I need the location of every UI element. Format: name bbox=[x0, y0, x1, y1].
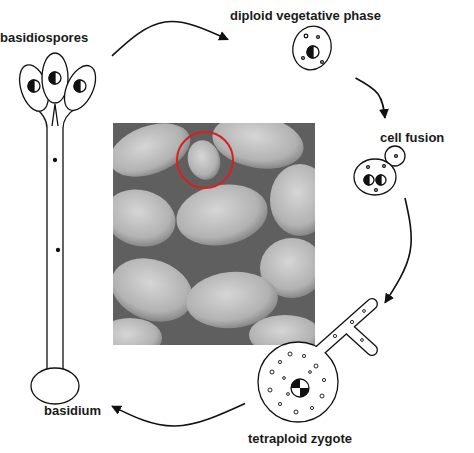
stage-node: tetraploid zygote bbox=[245, 295, 385, 450]
nucleus-half bbox=[28, 80, 34, 92]
vacuole-dot bbox=[294, 410, 298, 414]
vacuole-dot bbox=[302, 57, 305, 60]
highlight-circle bbox=[177, 132, 233, 188]
fused-cell bbox=[354, 159, 396, 195]
spore bbox=[58, 61, 102, 115]
vacuole-dot bbox=[310, 406, 313, 409]
cell-fusion-drawing bbox=[354, 146, 405, 195]
fusing-cell bbox=[183, 137, 224, 184]
basidium-drawing bbox=[14, 53, 102, 404]
stage-label: diploid vegetative phase bbox=[230, 8, 381, 24]
stage-sublabel: basidium bbox=[44, 403, 101, 419]
stage-label: basidiospores bbox=[0, 30, 88, 46]
yeast-cell bbox=[113, 123, 198, 187]
diploid-cell-drawing bbox=[288, 22, 336, 74]
vacuole-dot bbox=[278, 360, 281, 363]
vacuole-dot bbox=[278, 402, 281, 405]
nucleus-half bbox=[307, 46, 313, 58]
vacuole-dots bbox=[268, 310, 365, 414]
stage-label: cell fusion bbox=[380, 130, 444, 146]
vacuole-dot bbox=[317, 36, 320, 39]
stage-label: tetraploid zygote bbox=[248, 431, 352, 447]
vacuole-dot bbox=[367, 166, 370, 169]
stage-node: diploid vegetative phase bbox=[228, 8, 398, 78]
vacuole-dot bbox=[320, 394, 324, 398]
cycle-arrow bbox=[112, 22, 228, 56]
vacuole-dot bbox=[268, 388, 272, 392]
vacuole-dot bbox=[57, 249, 60, 252]
vacuole-dot bbox=[350, 320, 353, 323]
nucleus-quarter bbox=[291, 379, 309, 397]
yeast-cell bbox=[270, 164, 315, 236]
stage-node: basidiospores basidium bbox=[0, 28, 112, 426]
nucleus-half bbox=[364, 175, 369, 185]
vacuole-dot bbox=[395, 155, 398, 158]
vacuole-dot bbox=[270, 370, 274, 374]
vacuole-dot bbox=[287, 393, 290, 396]
vacuole-dot bbox=[333, 334, 336, 337]
diploid-cell bbox=[288, 22, 336, 74]
nucleus bbox=[376, 175, 386, 185]
basidium-stalk bbox=[36, 104, 76, 372]
nucleus-half bbox=[376, 175, 381, 185]
vacuole-dot bbox=[363, 310, 366, 313]
vacuole-dot bbox=[375, 189, 378, 192]
vacuole-dot bbox=[288, 352, 292, 356]
nucleus bbox=[307, 46, 319, 58]
vacuole-dot bbox=[54, 159, 57, 162]
cycle-arrow bbox=[356, 78, 386, 118]
nucleus bbox=[74, 80, 86, 92]
vacuole-dot bbox=[321, 61, 324, 64]
nucleus bbox=[28, 80, 40, 92]
nucleus-half bbox=[74, 80, 80, 92]
nucleus bbox=[364, 175, 374, 185]
vacuole-dot bbox=[304, 34, 308, 38]
vacuole-dot bbox=[322, 378, 325, 381]
yeast-cell bbox=[249, 315, 315, 345]
vacuole-dot bbox=[283, 377, 286, 380]
germ-tube-outline bbox=[318, 304, 372, 352]
vacuole-dot bbox=[309, 371, 312, 374]
yeast-cell bbox=[113, 318, 162, 345]
stage-node: cell fusion bbox=[350, 118, 450, 198]
cycle-arrow bbox=[112, 404, 245, 427]
zygote-drawing bbox=[258, 304, 372, 422]
yeast-cell bbox=[113, 182, 182, 255]
basidium-base bbox=[31, 368, 79, 404]
nucleus bbox=[291, 379, 309, 397]
nucleus-half bbox=[49, 72, 55, 84]
zygote-cell bbox=[258, 342, 338, 422]
cycle-arrow bbox=[385, 198, 411, 303]
vacuole-dot bbox=[361, 339, 364, 342]
germ-tube bbox=[318, 304, 372, 352]
yeast-cell bbox=[171, 177, 272, 252]
sem-photo bbox=[113, 123, 315, 345]
nucleus bbox=[49, 72, 61, 84]
vacuole-dot bbox=[314, 364, 318, 368]
vacuole-dot bbox=[383, 165, 386, 168]
vacuole-dot bbox=[302, 354, 305, 357]
